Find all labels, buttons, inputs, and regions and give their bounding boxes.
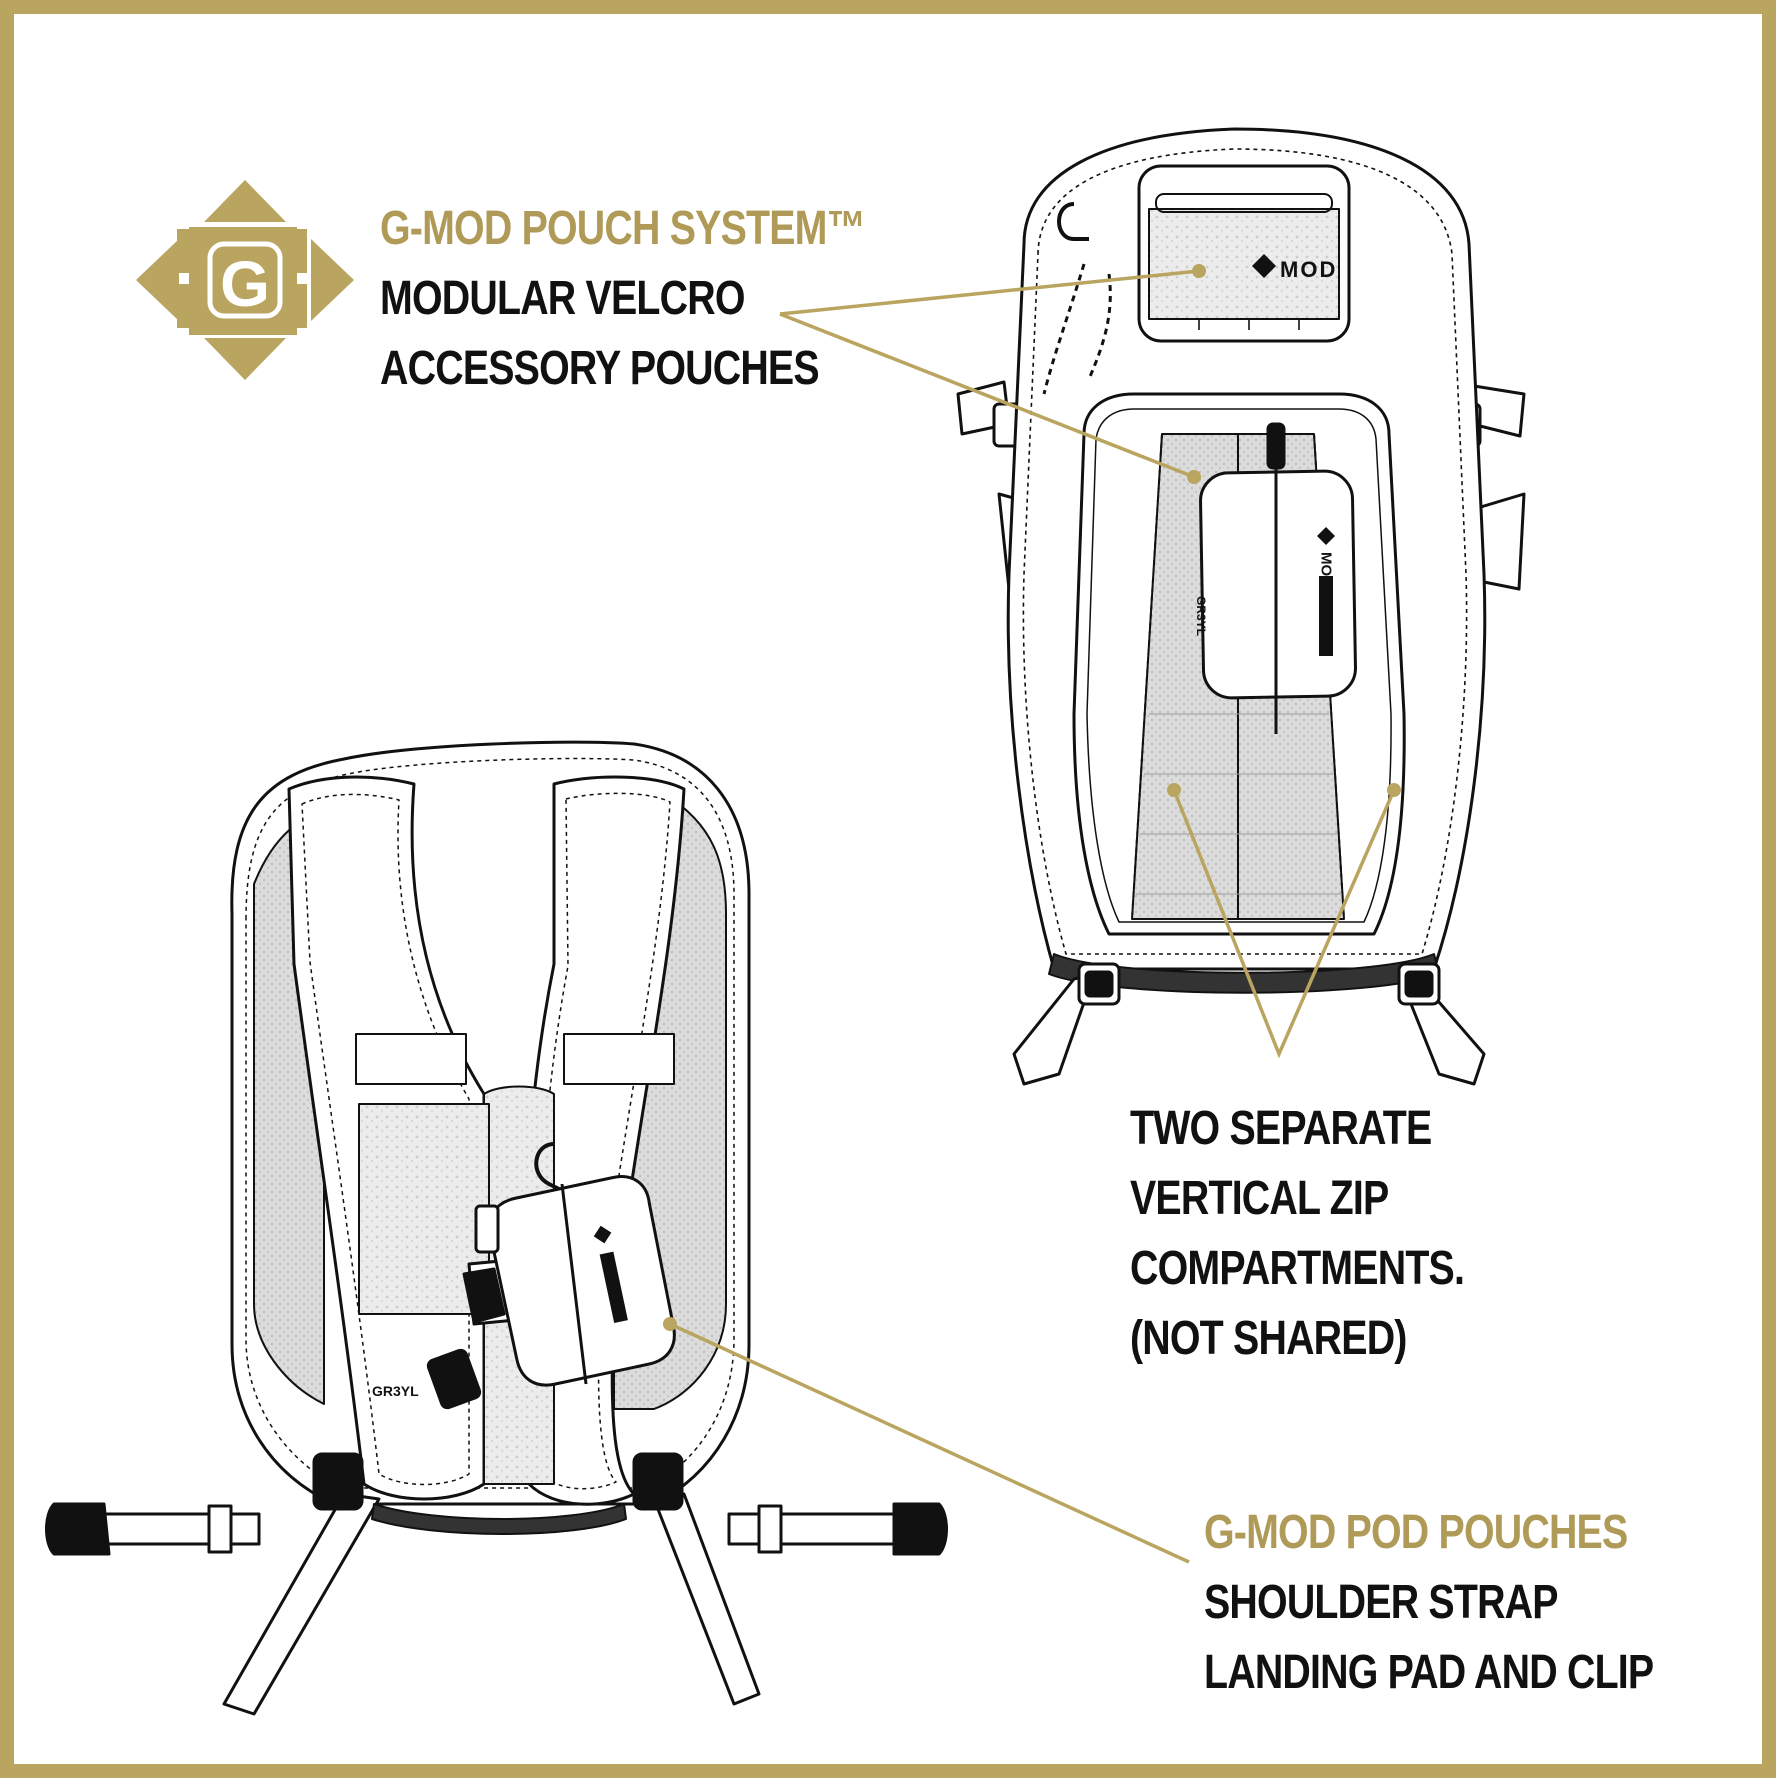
callout-compartments-line3: COMPARTMENTS. bbox=[1130, 1242, 1465, 1295]
callout-gmod-system-line1: MODULAR VELCRO bbox=[380, 272, 745, 325]
callout-compartments-line1: TWO SEPARATE bbox=[1130, 1102, 1432, 1155]
callout-gmod-system-line2: ACCESSORY POUCHES bbox=[380, 342, 820, 395]
callout-pod-title: G-MOD POD POUCHES bbox=[1204, 1506, 1628, 1559]
callout-compartments-line2: VERTICAL ZIP bbox=[1130, 1172, 1389, 1225]
callout-gmod-pod-pouches: G-MOD POD POUCHES SHOULDER STRAP LANDING… bbox=[1204, 1498, 1654, 1708]
front-pouch-mod-label: MOD bbox=[1318, 552, 1335, 587]
backpack-back-view bbox=[45, 740, 948, 1716]
callout-pod-line2: LANDING PAD AND CLIP bbox=[1204, 1646, 1654, 1699]
callout-gmod-system-title: G-MOD POUCH SYSTEM™ bbox=[380, 202, 866, 255]
logo-letter: G bbox=[220, 248, 270, 320]
brand-tag-back: GR3YL bbox=[372, 1383, 419, 1399]
callout-zip-compartments: TWO SEPARATE VERTICAL ZIP COMPARTMENTS. … bbox=[1130, 1094, 1465, 1374]
g-mod-diamond-logo-icon: G bbox=[136, 180, 354, 380]
callout-gmod-pouch-system: G-MOD POUCH SYSTEM™ MODULAR VELCRO ACCES… bbox=[380, 194, 866, 404]
callout-dots bbox=[663, 264, 1401, 1331]
callout-pod-line1: SHOULDER STRAP bbox=[1204, 1576, 1559, 1629]
brand-tag-front: GR3YL bbox=[1194, 596, 1208, 636]
backpack-line-drawing: G bbox=[45, 127, 1526, 1716]
callout-compartments-line4: (NOT SHARED) bbox=[1130, 1312, 1407, 1365]
top-pocket-mod-label: MOD bbox=[1280, 257, 1337, 282]
backpack-front-view: MOD MOD bbox=[956, 127, 1526, 1086]
callout-leader-lines bbox=[669, 269, 1396, 1564]
